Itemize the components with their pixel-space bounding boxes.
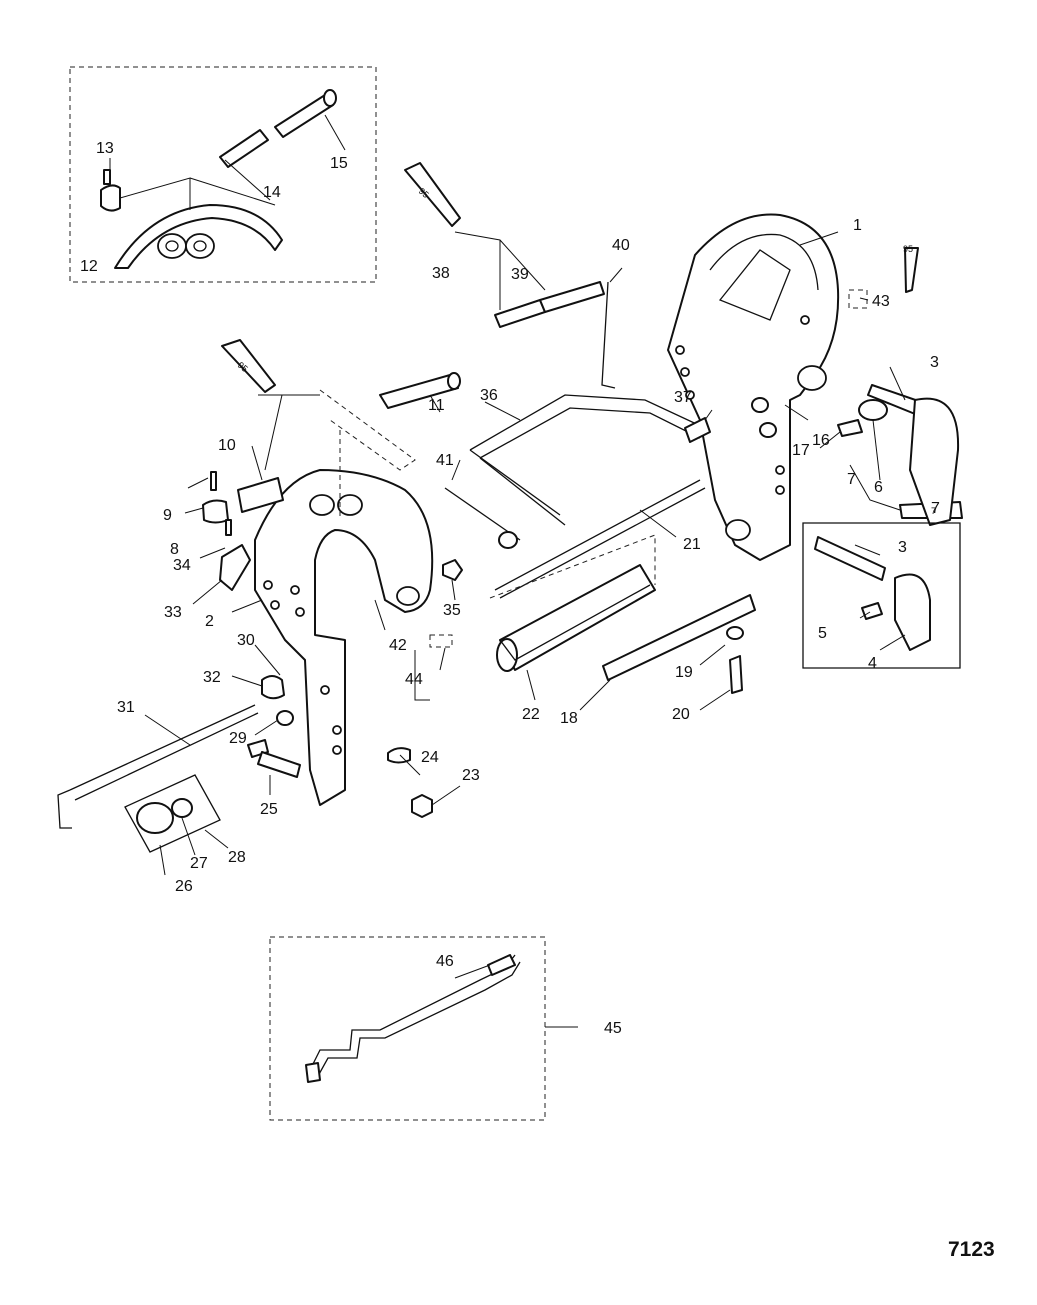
callout-35: 35: [443, 602, 461, 619]
leader-lines: [144, 231, 906, 979]
callout-25: 25: [260, 801, 278, 818]
callout-3-right: 3: [930, 354, 939, 371]
callout-37: 37: [674, 389, 692, 406]
tube-95-right: 95: [903, 244, 913, 254]
callout-39: 39: [511, 266, 529, 283]
callout-36: 36: [480, 387, 498, 404]
callout-6: 6: [874, 479, 883, 496]
callout-26: 26: [175, 878, 193, 895]
callout-2: 2: [205, 613, 214, 630]
inset-tilt-rod-detail: [269, 936, 578, 1121]
callout-29: 29: [229, 730, 247, 747]
callout-1: 1: [853, 217, 862, 234]
callout-10: 10: [218, 437, 236, 454]
inset-pin-detail: [69, 66, 377, 283]
figure-number: 7123: [948, 1238, 995, 1261]
clamp-bracket-right: [667, 213, 840, 561]
callout-7-bolt: 7: [847, 471, 856, 488]
callout-34: 34: [173, 557, 191, 574]
right-hardware: [751, 289, 960, 526]
callout-4: 4: [868, 655, 877, 672]
callout-20: 20: [672, 706, 690, 723]
link-bar-hardware: [387, 559, 756, 818]
callout-21: 21: [683, 536, 701, 553]
callout-31: 31: [117, 699, 135, 716]
callout-15: 15: [330, 155, 348, 172]
clamp-bracket-left: [231, 469, 434, 806]
callout-24: 24: [421, 749, 439, 766]
callout-41: 41: [436, 452, 454, 469]
callout-16: 16: [812, 432, 830, 449]
callout-44: 44: [405, 671, 423, 688]
callout-28: 28: [228, 849, 246, 866]
callout-8: 8: [170, 541, 179, 558]
callout-43: 43: [872, 293, 890, 310]
callout-45: 45: [604, 1020, 622, 1037]
callout-33: 33: [164, 604, 182, 621]
callout-3-inset: 3: [898, 539, 907, 556]
inset-tilt-lock-detail: [802, 522, 961, 669]
callout-13: 13: [96, 140, 114, 157]
callout-18: 18: [560, 710, 578, 727]
tube-95-top: 95: [417, 186, 431, 200]
tilt-lever-assembly: [444, 281, 711, 549]
callout-12: 12: [80, 258, 98, 275]
callout-17: 17: [792, 442, 810, 459]
callout-27: 27: [190, 855, 208, 872]
callout-11: 11: [428, 397, 445, 414]
tube-95-left: 95: [236, 360, 250, 374]
callout-19: 19: [675, 664, 693, 681]
callout-30: 30: [237, 632, 255, 649]
tilt-tube-rollers: [489, 479, 706, 672]
lubricant-labels: 95 95 95 7: [236, 186, 936, 516]
callout-42: 42: [389, 637, 407, 654]
tube-7: 7: [931, 506, 936, 516]
callout-14: 14: [263, 184, 281, 201]
left-lower-hardware: [57, 675, 301, 853]
callout-numbers: 1 2 3 3 4 5 6 7 7 8 9 10 11 12 13 14 15 …: [80, 140, 940, 1037]
callout-9: 9: [163, 507, 172, 524]
callout-38: 38: [432, 265, 450, 282]
callout-23: 23: [462, 767, 480, 784]
callout-5: 5: [818, 625, 827, 642]
callout-7-tube: 7: [931, 500, 940, 517]
callout-40: 40: [612, 237, 630, 254]
callout-32: 32: [203, 669, 221, 686]
callout-46: 46: [436, 953, 454, 970]
callout-22: 22: [522, 706, 540, 723]
